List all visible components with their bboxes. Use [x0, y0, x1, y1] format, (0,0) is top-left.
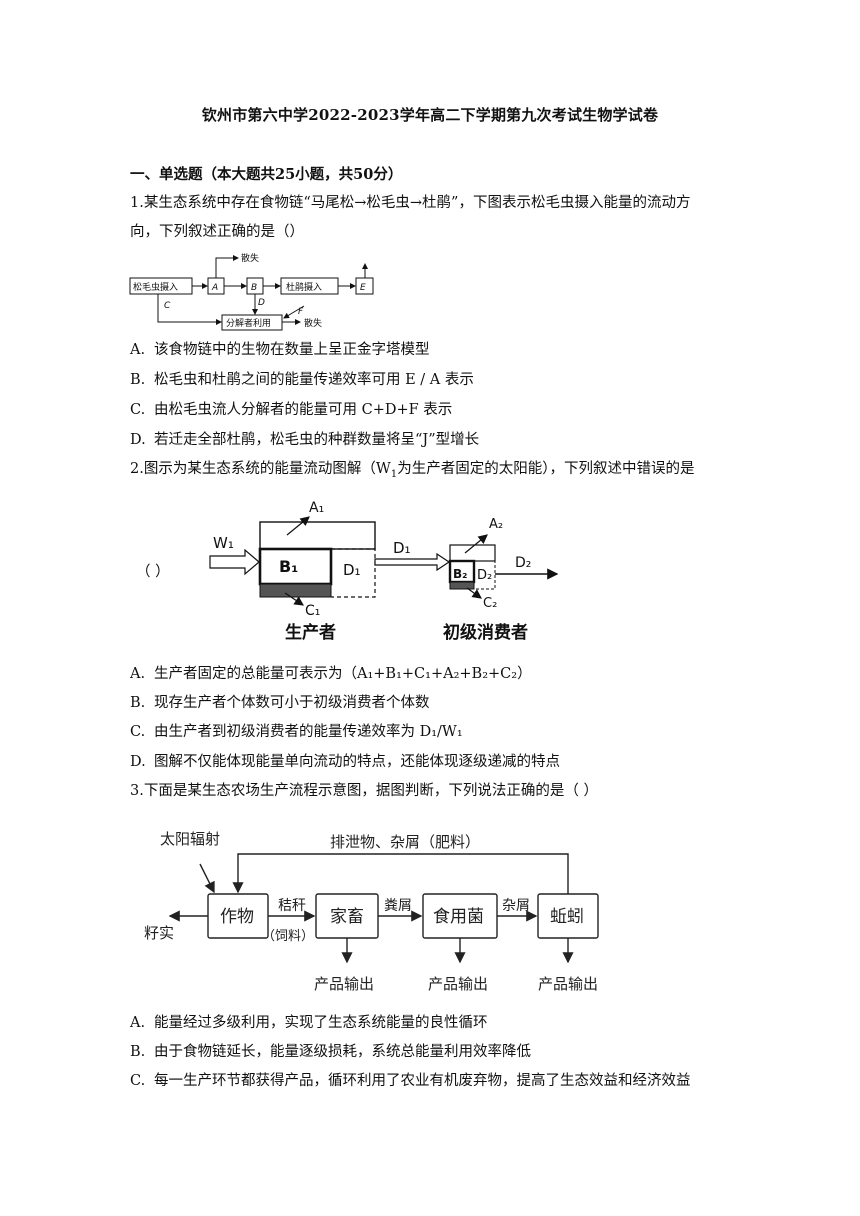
q2-label-c2: C₂: [483, 596, 497, 611]
q2-energy-flow-diagram: W₁ A₁ B₁ C₁ D₁ D₁ A₂ B₂ C₂ D₂ D₂ 生产者 初级消…: [209, 500, 559, 643]
q3-label-debris: 杂屑: [502, 898, 530, 914]
q1-option-b: B.松毛虫和杜鹃之间的能量传递效率可用 E / A 表示: [130, 372, 474, 388]
q3-option-a: A.能量经过多级利用，实现了生态系统能量的良性循环: [130, 1015, 488, 1031]
q3-label-manure: 粪屑: [384, 898, 412, 914]
q3-farm-flow-diagram: 太阳辐射 排泄物、杂屑（肥料） 作物 家畜 食用菌 蚯蚓 籽实 秸秆 （饲料） …: [144, 830, 599, 993]
q1-box-b: B: [251, 283, 257, 293]
q3-label-output-3: 产品输出: [538, 975, 598, 993]
q2-option-a: A.生产者固定的总能量可表示为（A₁+B₁+C₁+A₂+B₂+C₂）: [130, 666, 532, 682]
q2-label-b2: B₂: [453, 567, 467, 581]
q3-label-sun: 太阳辐射: [160, 830, 220, 848]
q2-label-consumer: 初级消费者: [443, 622, 528, 643]
q1-label-c: C: [164, 301, 171, 311]
q2-label-d1-arrow: D₁: [393, 539, 411, 557]
q1-option-d: D.若迁走全部杜鹃，松毛虫的种群数量将呈“J”型增长: [130, 432, 480, 448]
q3-option-c: C.每一生产环节都获得产品，循环利用了农业有机废弃物，提高了生态效益和经济效益: [130, 1073, 691, 1089]
q2-answer-paren: （ ）: [136, 564, 170, 580]
q1-stem-line2: 向，下列叙述正确的是（）: [130, 224, 304, 240]
q3-label-output-2: 产品输出: [428, 975, 488, 993]
q2-option-c: C.由生产者到初级消费者的能量传递效率为 D₁/W₁: [130, 724, 463, 740]
q2-label-w1: W₁: [213, 534, 234, 552]
q1-energy-flow-diagram: 松毛虫摄入 A B 杜鹃摄入 E 分解者利用 散失 散失 C D F: [129, 252, 374, 331]
q2-option-b: B.现存生产者个体数可小于初级消费者个体数: [130, 695, 430, 711]
q1-box-e: E: [360, 283, 366, 293]
q1-stem-line1: 1.某生态系统中存在食物链“马尾松→松毛虫→杜鹃”，下图表示松毛虫摄入能量的流动…: [130, 195, 691, 211]
q3-box-crop: 作物: [220, 907, 254, 927]
q2-label-a2: A₂: [489, 517, 503, 532]
q3-label-output-1: 产品输出: [314, 975, 374, 993]
q1-label-sanshi-bottom: 散失: [304, 317, 322, 329]
q1-label-d: D: [258, 298, 265, 308]
q1-option-a: A.该食物链中的生物在数量上呈正金字塔模型: [130, 342, 430, 358]
exam-title: 钦州市第六中学2022-2023学年高二下学期第九次考试生物学试卷: [201, 106, 659, 124]
q1-box-cuckoo: 杜鹃摄入: [286, 281, 322, 293]
section-heading: 一、单选题（本大题共25小题，共50分）: [130, 166, 403, 183]
q2-label-d2-arrow: D₂: [515, 555, 531, 571]
q1-box-a: A: [211, 283, 218, 293]
q1-option-c: C.由松毛虫流人分解者的能量可用 C+D+F 表示: [130, 402, 453, 418]
q3-label-feedback: 排泄物、杂屑（肥料）: [330, 833, 480, 851]
q3-label-seed: 籽实: [144, 924, 174, 942]
q1-box-intake: 松毛虫摄入: [133, 281, 178, 293]
q3-option-b: B.由于食物链延长，能量逐级损耗，系统总能量利用效率降低: [130, 1044, 531, 1060]
q2-label-c1: C₁: [305, 603, 320, 619]
q2-label-producer: 生产者: [285, 622, 336, 643]
q2-label-d1-inside: D₁: [343, 561, 361, 579]
q3-stem: 3.下面是某生态农场生产流程示意图，据图判断，下列说法正确的是（ ）: [130, 783, 598, 799]
q3-box-livestock: 家畜: [330, 907, 364, 927]
q2-label-d2-inside: D₂: [477, 568, 492, 583]
q3-label-feed: （饲料）: [262, 929, 314, 944]
q1-label-sanshi-top: 散失: [241, 252, 259, 264]
q1-label-f: F: [298, 307, 304, 317]
q2-stem: 2.图示为某生态系统的能量流动图解（W1为生产者固定的太阳能），下列叙述中错误的…: [130, 461, 695, 480]
q2-label-a1: A₁: [309, 500, 324, 516]
q3-box-earthworm: 蚯蚓: [550, 907, 584, 927]
q2-label-b1: B₁: [279, 557, 298, 576]
q1-box-decomposer: 分解者利用: [226, 317, 271, 329]
q2-option-d: D.图解不仅能体现能量单向流动的特点，还能体现逐级递减的特点: [130, 754, 560, 770]
q3-box-mushroom: 食用菌: [433, 907, 484, 927]
q3-label-straw: 秸秆: [278, 898, 306, 914]
